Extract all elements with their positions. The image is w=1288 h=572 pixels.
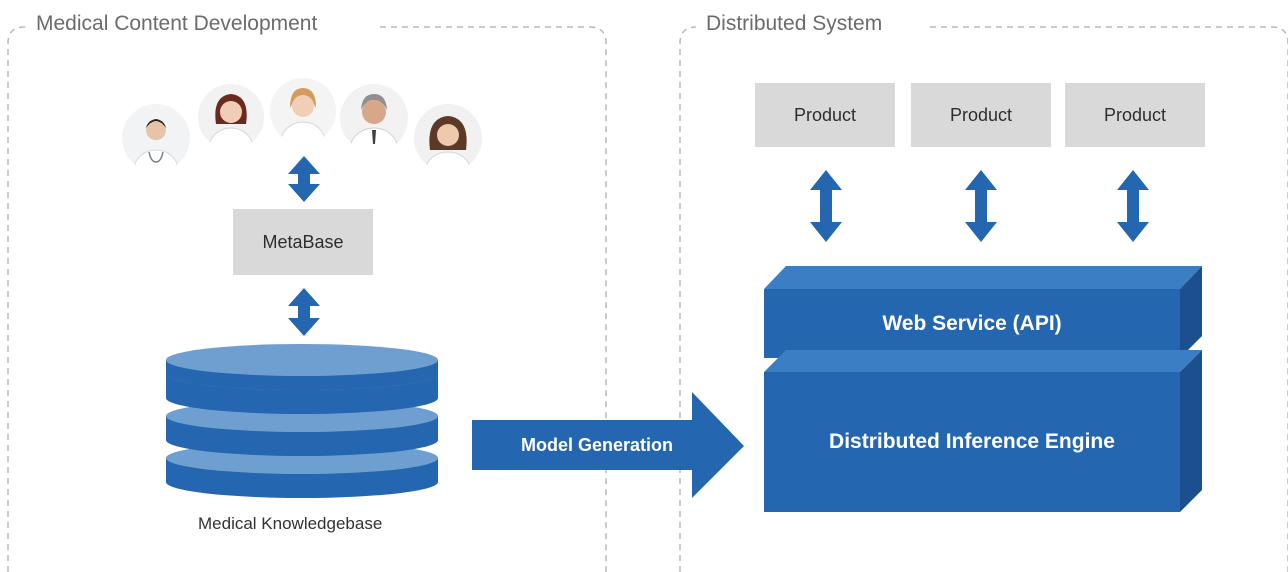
inference-engine-label: Distributed Inference Engine [829, 430, 1115, 453]
database-icon [166, 344, 438, 498]
product-box-3: Product [1065, 83, 1205, 147]
web-service-label: Web Service (API) [882, 311, 1062, 335]
left-panel-title: Medical Content Development [26, 12, 328, 36]
product-box-1: Product [755, 83, 895, 147]
right-panel-title: Distributed System [696, 12, 893, 36]
left-panel-border [7, 26, 607, 572]
double-arrow-icon [1117, 170, 1149, 242]
product-box-2: Product [911, 83, 1051, 147]
double-arrow-icon [810, 170, 842, 242]
expert-avatar-5 [414, 104, 482, 172]
double-arrow-icon [965, 170, 997, 242]
metabase-box: MetaBase [233, 209, 373, 275]
expert-avatar-1 [122, 104, 190, 172]
knowledgebase-caption: Medical Knowledgebase [198, 514, 383, 533]
model-generation-label: Model Generation [520, 434, 673, 455]
web-service-block [764, 266, 1202, 358]
inference-engine-block [764, 350, 1202, 512]
expert-avatar-2 [198, 84, 264, 150]
model-generation-arrow [472, 392, 744, 498]
double-arrow-icon [288, 156, 320, 202]
double-arrow-icon [288, 288, 320, 336]
